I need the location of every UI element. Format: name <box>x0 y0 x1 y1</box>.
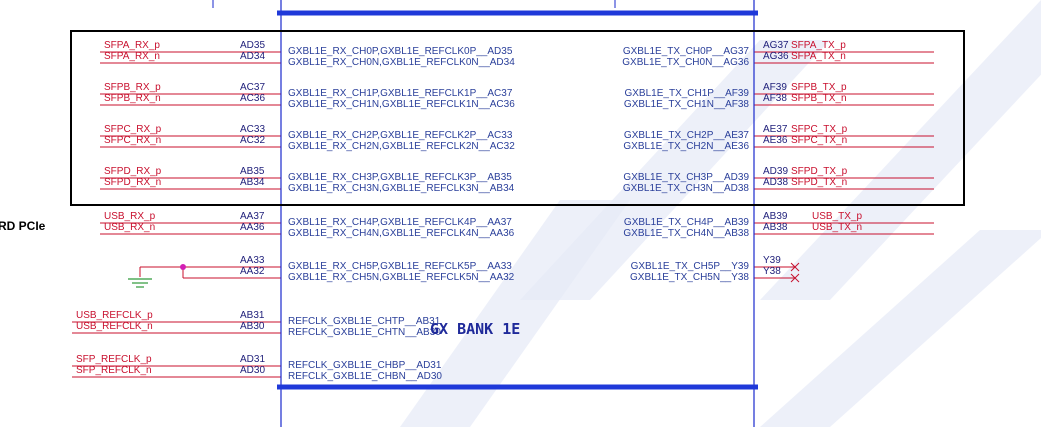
port-label-left-p: GXBL1E_RX_CH2P,GXBL1E_REFCLK2P__AC33 <box>288 130 513 141</box>
watermark-band <box>760 0 1041 300</box>
port-label-left-n: GXBL1E_RX_CH5N,GXBL1E_REFCLK5N__AA32 <box>288 272 515 283</box>
port-label-right-p: GXBL1E_TX_CH0P__AG37 <box>622 46 749 57</box>
left-net-label-n: SFPC_RX_n <box>104 135 162 146</box>
right-net-label-n: SFPC_TX_n <box>791 135 848 146</box>
port-label-left-p: GXBL1E_RX_CH0P,GXBL1E_REFCLK0P__AD35 <box>288 46 513 57</box>
right-net-label-p: USB_TX_p <box>812 211 863 222</box>
port-label-left-p: REFCLK_GXBL1E_CHBP__AD31 <box>288 360 442 371</box>
right-net-label-n: SFPA_TX_n <box>791 51 846 62</box>
port-label-right-p: GXBL1E_TX_CH5P__Y39 <box>630 261 749 272</box>
port-label-right-n: GXBL1E_TX_CH0N__AG36 <box>622 57 749 68</box>
left-pin-number-p: AB31 <box>240 310 265 321</box>
port-label-left-n: GXBL1E_RX_CH2N,GXBL1E_REFCLK2N__AC32 <box>288 141 515 152</box>
port-label-left-p: GXBL1E_RX_CH5P,GXBL1E_REFCLK5P__AA33 <box>288 261 512 272</box>
side-label: RD PCIe <box>0 219 46 233</box>
left-net-label-n: SFPB_RX_n <box>104 93 161 104</box>
left-net-label-p: SFP_REFCLK_p <box>76 354 152 365</box>
left-net-label-n: SFP_REFCLK_n <box>76 365 152 376</box>
port-label-right-p: GXBL1E_TX_CH3P__AD39 <box>623 172 749 183</box>
port-label-left-n: REFCLK_GXBL1E_CHBN__AD30 <box>288 371 442 382</box>
port-label-left-n: GXBL1E_RX_CH4N,GXBL1E_REFCLK4N__AA36 <box>288 228 515 239</box>
port-label-left-n: REFCLK_GXBL1E_CHTN__AB30 <box>288 327 441 338</box>
left-pin-number-n: AD34 <box>240 51 266 62</box>
left-pin-number-n: AA36 <box>240 222 265 233</box>
left-net-label-n: USB_RX_n <box>104 222 156 233</box>
bank-title: GX BANK 1E <box>430 320 521 338</box>
port-label-right-n: GXBL1E_TX_CH5N__Y38 <box>630 272 749 283</box>
right-pin-number-n: AD38 <box>763 177 789 188</box>
port-label-right-n: GXBL1E_TX_CH2N__AE36 <box>623 141 749 152</box>
left-net-label-n: USB_REFCLK_n <box>76 321 153 332</box>
right-net-label-p: SFPC_TX_p <box>791 124 848 135</box>
left-pin-number-p: AB35 <box>240 166 265 177</box>
left-net-label-p: SFPB_RX_p <box>104 82 161 93</box>
watermark <box>400 0 1041 427</box>
port-label-right-p: GXBL1E_TX_CH4P__AB39 <box>623 217 749 228</box>
left-pin-number-p: AD31 <box>240 354 266 365</box>
no-connect-mark <box>790 273 800 283</box>
left-pin-number-p: AD35 <box>240 40 266 51</box>
net-wires <box>72 51 934 378</box>
watermark-band <box>760 230 1041 427</box>
left-net-label-n: SFPD_RX_n <box>104 177 162 188</box>
port-label-left-n: GXBL1E_RX_CH1N,GXBL1E_REFCLK1N__AC36 <box>288 99 515 110</box>
left-net-label-p: SFPA_RX_p <box>104 40 160 51</box>
junction-dot <box>180 264 186 270</box>
right-net-label-p: SFPA_TX_p <box>791 40 846 51</box>
right-net-label-n: SFPB_TX_n <box>791 93 847 104</box>
right-net-label-p: SFPD_TX_p <box>791 166 848 177</box>
right-pin-number-n: AE36 <box>763 135 788 146</box>
left-net-label-p: USB_RX_p <box>104 211 156 222</box>
left-pin-number-n: AB34 <box>240 177 265 188</box>
port-label-left-p: GXBL1E_RX_CH4P,GXBL1E_REFCLK4P__AA37 <box>288 217 512 228</box>
left-net-label-p: USB_REFCLK_p <box>76 310 153 321</box>
bank-symbol-frame <box>70 0 965 427</box>
left-pin-number-n: AC32 <box>240 135 266 146</box>
right-pin-number-p: AE37 <box>763 124 788 135</box>
port-label-right-p: GXBL1E_TX_CH2P__AE37 <box>623 130 749 141</box>
port-label-left-p: GXBL1E_RX_CH1P,GXBL1E_REFCLK1P__AC37 <box>288 88 513 99</box>
port-label-left-n: GXBL1E_RX_CH3N,GXBL1E_REFCLK3N__AB34 <box>288 183 515 194</box>
left-pin-number-n: AB30 <box>240 321 265 332</box>
left-pin-number-p: AC37 <box>240 82 266 93</box>
left-net-label-p: SFPD_RX_p <box>104 166 162 177</box>
port-label-right-n: GXBL1E_TX_CH1N__AF38 <box>623 99 749 110</box>
right-net-label-p: SFPB_TX_p <box>791 82 847 93</box>
right-pin-number-p: AG37 <box>763 40 789 51</box>
port-label-right-n: GXBL1E_TX_CH4N__AB38 <box>623 228 749 239</box>
sfp-highlight-box <box>70 30 965 206</box>
port-label-left-n: GXBL1E_RX_CH0N,GXBL1E_REFCLK0N__AD34 <box>288 57 515 68</box>
right-pin-number-p: Y39 <box>763 255 781 266</box>
right-pin-number-p: AB39 <box>763 211 788 222</box>
right-pin-number-n: AB38 <box>763 222 788 233</box>
left-net-label-p: SFPC_RX_p <box>104 124 162 135</box>
left-pin-number-n: AC36 <box>240 93 266 104</box>
right-pin-number-n: Y38 <box>763 266 781 277</box>
port-label-left-p: REFCLK_GXBL1E_CHTP__AB31 <box>288 316 441 327</box>
left-pin-number-n: AD30 <box>240 365 266 376</box>
right-net-label-n: SFPD_TX_n <box>791 177 848 188</box>
left-pin-number-n: AA32 <box>240 266 265 277</box>
right-pin-number-n: AF38 <box>763 93 787 104</box>
left-pin-number-p: AA37 <box>240 211 265 222</box>
no-connect-mark <box>790 262 800 272</box>
left-pin-number-p: AA33 <box>240 255 265 266</box>
right-pin-number-p: AD39 <box>763 166 789 177</box>
left-net-label-n: SFPA_RX_n <box>104 51 160 62</box>
right-net-label-n: USB_TX_n <box>812 222 863 233</box>
left-pin-number-p: AC33 <box>240 124 266 135</box>
right-pin-number-p: AF39 <box>763 82 787 93</box>
port-label-right-n: GXBL1E_TX_CH3N__AD38 <box>622 183 749 194</box>
port-label-right-p: GXBL1E_TX_CH1P__AF39 <box>624 88 749 99</box>
port-label-left-p: GXBL1E_RX_CH3P,GXBL1E_REFCLK3P__AB35 <box>288 172 512 183</box>
watermark-band <box>400 200 630 427</box>
right-pin-number-n: AG36 <box>763 51 789 62</box>
